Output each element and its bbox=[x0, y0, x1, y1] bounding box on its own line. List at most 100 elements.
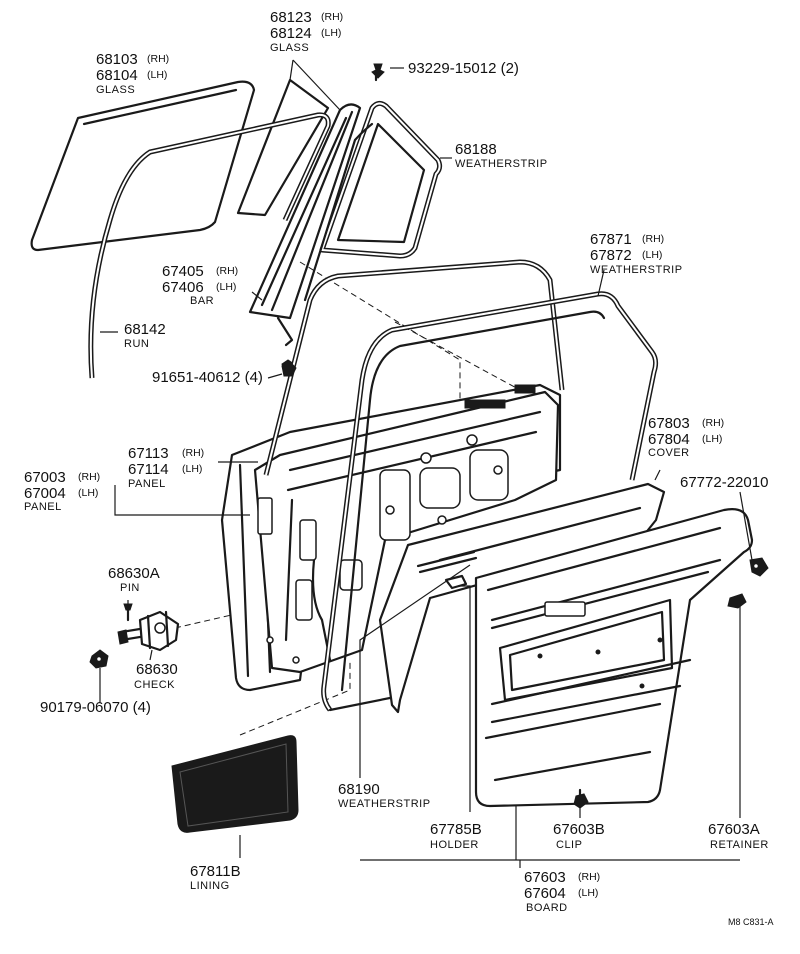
part-name: PIN bbox=[120, 582, 140, 594]
callout-glass-quarter: 68123 (RH) 68124 (LH) GLASS bbox=[270, 9, 343, 54]
part-number: 67804 bbox=[648, 431, 690, 448]
part-number: 67872 bbox=[590, 247, 632, 264]
part-number: 68123 bbox=[270, 9, 312, 26]
callout-weatherstrip-quarter: 68188 WEATHERSTRIP bbox=[455, 141, 548, 170]
callout-panel-outer: 67003 (RH) 67004 (LH) PANEL bbox=[24, 469, 100, 513]
quarter-weatherstrip-part bbox=[303, 100, 443, 302]
part-name: WEATHERSTRIP bbox=[590, 264, 683, 276]
part-number: 68104 bbox=[96, 67, 138, 84]
callout-check: 68630 CHECK bbox=[134, 661, 178, 691]
part-name: RETAINER bbox=[710, 839, 769, 851]
part-number: 68190 bbox=[338, 781, 380, 798]
part-number: 67772-22010 bbox=[680, 474, 768, 491]
side-marker: (LH) bbox=[702, 433, 722, 445]
callout-bolt-bar: 91651-40612 (4) bbox=[152, 369, 263, 386]
part-number: 68103 bbox=[96, 51, 138, 68]
part-number: 67811B bbox=[190, 863, 241, 880]
bottom-weatherstrip-part bbox=[416, 550, 478, 574]
part-number: 67113 bbox=[128, 445, 169, 462]
part-number: 67004 bbox=[24, 485, 66, 502]
part-name: GLASS bbox=[96, 84, 135, 96]
part-number: 68188 bbox=[455, 141, 497, 158]
side-marker: (RH) bbox=[182, 447, 204, 459]
lining-part bbox=[171, 735, 299, 833]
part-number: 68630 bbox=[136, 661, 178, 678]
part-number: 67604 bbox=[524, 885, 566, 902]
part-name: COVER bbox=[648, 447, 690, 459]
check-pin-part bbox=[123, 603, 133, 622]
part-number: 67603B bbox=[553, 821, 605, 838]
part-name: PANEL bbox=[24, 501, 62, 513]
part-number: 93229-15012 (2) bbox=[408, 60, 519, 77]
callout-clip-right: 67772-22010 bbox=[680, 474, 768, 491]
glass-run-part bbox=[88, 112, 331, 379]
svg-text:68104: 68104 bbox=[96, 67, 138, 84]
door-check-part bbox=[117, 610, 180, 652]
side-marker: (RH) bbox=[78, 471, 100, 483]
side-marker: (LH) bbox=[147, 69, 167, 81]
svg-text:68103: 68103 bbox=[96, 51, 138, 68]
part-number: 67003 bbox=[24, 469, 66, 486]
part-number: 67803 bbox=[648, 415, 690, 432]
part-name: LINING bbox=[190, 880, 230, 892]
callout-board: 67603 (RH) 67604 (LH) BOARD bbox=[524, 869, 600, 914]
side-marker: (LH) bbox=[182, 463, 202, 475]
callout-bar: 67405 (RH) 67406 (LH) BAR bbox=[162, 263, 238, 307]
callout-retainer: 67603A RETAINER bbox=[708, 821, 769, 851]
callout-cover: 67803 (RH) 67804 (LH) COVER bbox=[648, 415, 724, 459]
side-marker: (LH) bbox=[216, 281, 236, 293]
holder-part bbox=[444, 574, 468, 590]
part-number: 67603A bbox=[708, 821, 760, 838]
quarter-glass-part bbox=[236, 78, 330, 217]
part-name: CLIP bbox=[556, 839, 582, 851]
part-number: 90179-06070 (4) bbox=[40, 699, 151, 716]
callout-screw: 93229-15012 (2) bbox=[408, 60, 519, 77]
part-number: 68124 bbox=[270, 25, 312, 42]
figure-code: M8 C831-A bbox=[728, 917, 774, 927]
part-name: BOARD bbox=[526, 902, 568, 914]
side-marker: (LH) bbox=[321, 27, 341, 39]
part-number: 67785B bbox=[430, 821, 482, 838]
part-number: 67406 bbox=[162, 279, 204, 296]
part-name: WEATHERSTRIP bbox=[455, 158, 548, 170]
part-name: GLASS bbox=[270, 42, 309, 54]
part-number: 67871 bbox=[590, 231, 632, 248]
side-marker: (RH) bbox=[216, 265, 238, 277]
part-number: 67114 bbox=[128, 461, 169, 478]
side-marker: (RH) bbox=[642, 233, 664, 245]
division-bar-part bbox=[248, 103, 362, 373]
retainer-part bbox=[727, 593, 747, 609]
part-number: 68142 bbox=[124, 321, 166, 338]
leader-lines bbox=[99, 59, 753, 868]
callout-holder: 67785B HOLDER bbox=[430, 821, 482, 851]
trim-clip-part bbox=[749, 557, 769, 577]
callout-nut: 90179-06070 (4) bbox=[40, 699, 151, 716]
part-name: HOLDER bbox=[430, 839, 479, 851]
part-number: 67405 bbox=[162, 263, 204, 280]
trim-board-part bbox=[474, 508, 754, 808]
callout-lining: 67811B LINING bbox=[190, 863, 241, 892]
callout-clip: 67603B CLIP bbox=[553, 821, 605, 851]
side-marker: (LH) bbox=[578, 887, 598, 899]
callout-panel-inner: 67113 (RH) 67114 (LH) PANEL bbox=[128, 445, 204, 490]
side-marker: (RH) bbox=[702, 417, 724, 429]
callout-weatherstrip-door: 67871 (RH) 67872 (LH) WEATHERSTRIP bbox=[590, 231, 683, 276]
side-marker: (RH) bbox=[147, 53, 169, 65]
callout-weatherstrip-bottom: 68190 WEATHERSTRIP bbox=[338, 781, 431, 810]
rear-glass-part bbox=[30, 80, 256, 252]
part-name: BAR bbox=[190, 295, 214, 307]
side-marker: (RH) bbox=[321, 11, 343, 23]
part-name: CHECK bbox=[134, 679, 175, 691]
part-name: RUN bbox=[124, 338, 149, 350]
board-clip-part bbox=[573, 788, 589, 809]
callout-run: 68142 RUN bbox=[124, 321, 166, 350]
check-nut-part bbox=[89, 649, 109, 669]
inner-panel-part bbox=[253, 384, 560, 674]
side-marker: (LH) bbox=[78, 487, 98, 499]
callout-glass-rear: 68103 (RH) 68104 (LH) GLASS bbox=[96, 51, 169, 96]
screw-part bbox=[371, 63, 385, 82]
side-marker: (LH) bbox=[642, 249, 662, 261]
side-marker: (RH) bbox=[578, 871, 600, 883]
part-name: WEATHERSTRIP bbox=[338, 798, 431, 810]
